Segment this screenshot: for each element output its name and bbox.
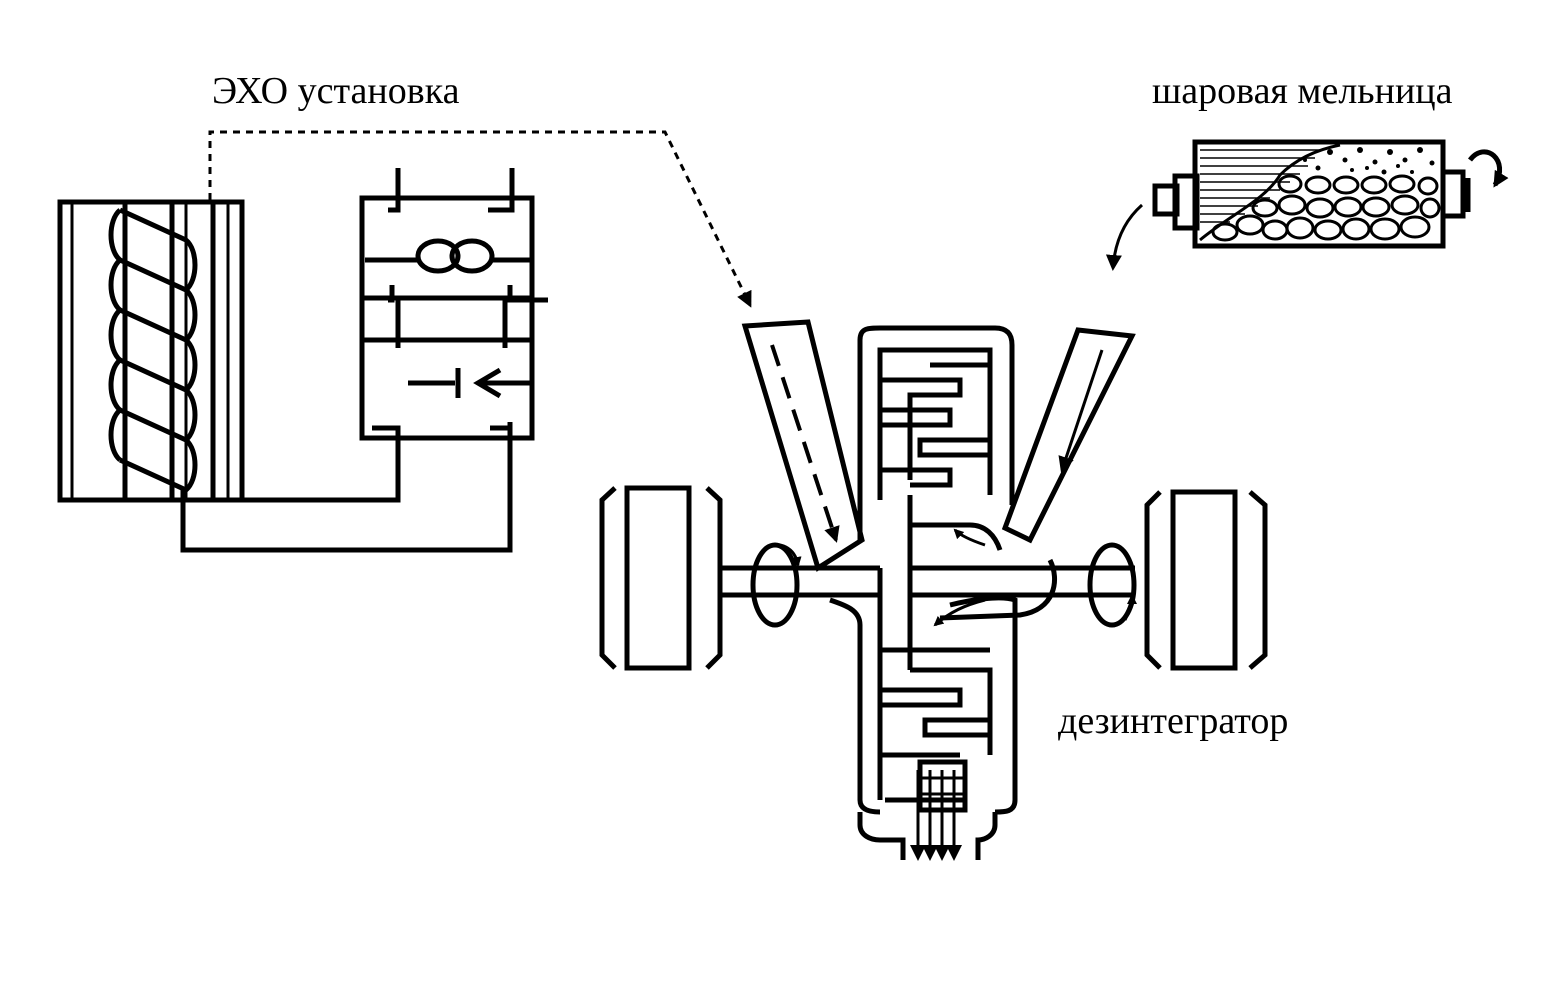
ball-mill-drum	[1105, 139, 1509, 271]
power-supply-block	[183, 168, 548, 503]
echo-feed-dashed-line	[208, 130, 752, 308]
label-echo-unit: ЭХО установка	[212, 70, 460, 112]
label-disintegrator: дезинтегратор	[1058, 700, 1289, 742]
electrolyzer-cell	[57, 199, 513, 553]
label-ball-mill: шаровая мельница	[1152, 70, 1453, 112]
disintegrator-body	[599, 319, 1268, 861]
